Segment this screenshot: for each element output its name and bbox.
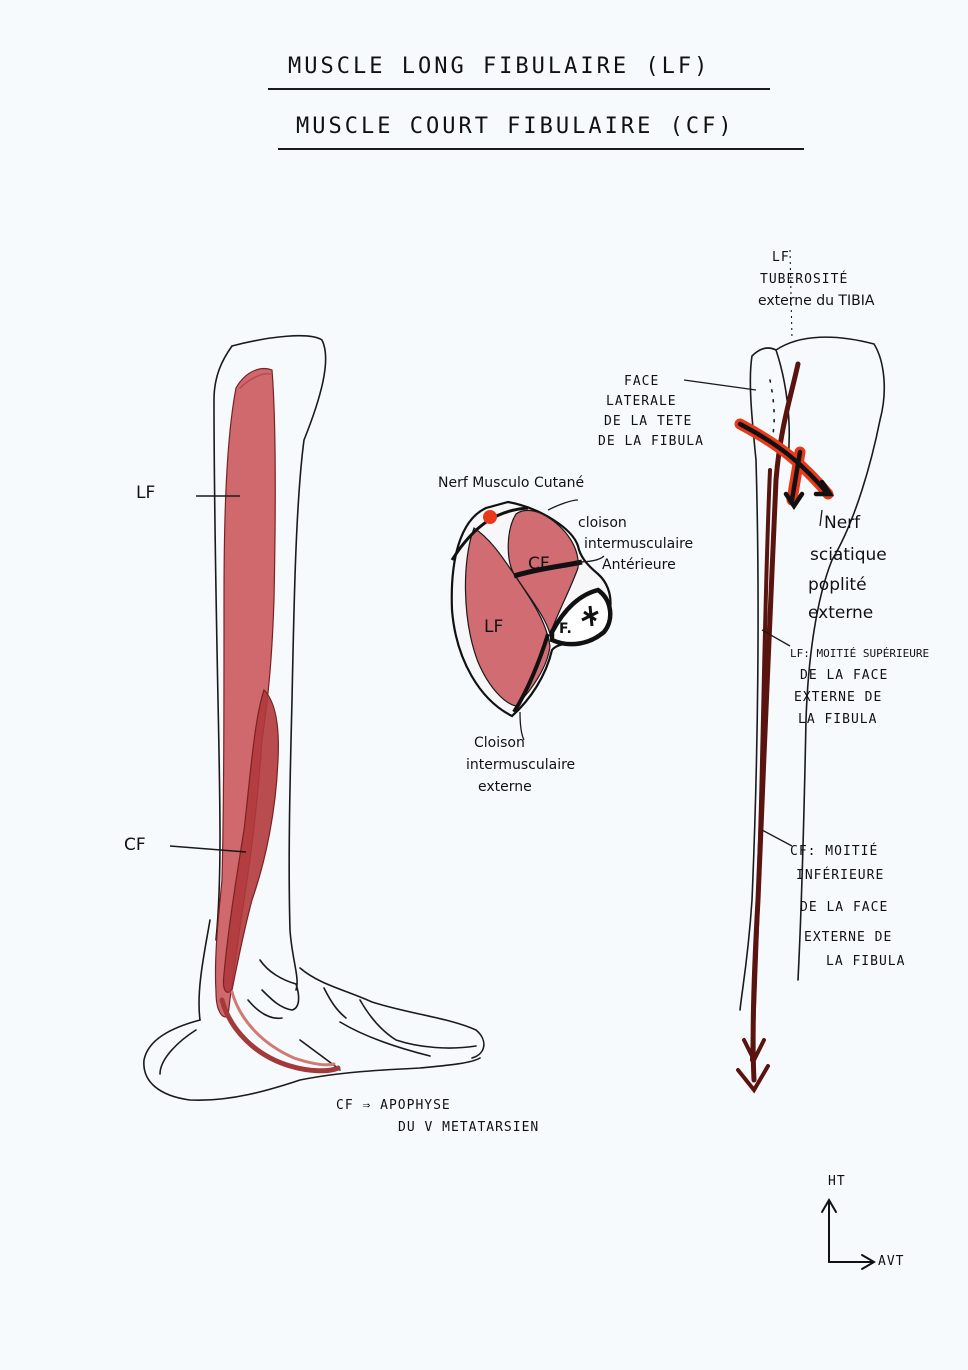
fibula-cf-line: [750, 468, 772, 1062]
septum-ext-line2: intermusculaire: [466, 757, 576, 773]
face-laterale-line2: LATERALE: [606, 394, 677, 409]
title-court-fibulaire: MUSCLE COURT FIBULAIRE (CF): [296, 114, 735, 139]
title-underline-1: [268, 88, 770, 90]
nerve-label-line1: Nerf: [824, 513, 861, 533]
septum-ext-line3: externe: [478, 779, 532, 795]
lf-insertion-line4: LA FIBULA: [798, 712, 878, 727]
face-laterale-line3: DE LA TETE: [604, 414, 693, 429]
lf-insertion-line2: DE LA FACE: [800, 668, 889, 683]
face-laterale-line4: DE LA FIBULA: [598, 434, 704, 449]
face-laterale-line1: FACE: [624, 374, 660, 389]
nerve-label-line2: sciatique: [810, 545, 887, 565]
cf-insertion-line1: CF ⇒ APOPHYSE: [336, 1098, 451, 1113]
septum-ant-line3: Antérieure: [602, 557, 676, 573]
lf-origin-line3: externe du TIBIA: [758, 293, 875, 309]
lf-origin-line2: TUBEROSITÉ: [760, 272, 849, 287]
lf-insertion-line3: EXTERNE DE: [794, 690, 883, 705]
leg-cf-label: CF: [124, 835, 146, 855]
fibula-view: [739, 336, 886, 1011]
septum-ant-line2: intermusculaire: [584, 536, 694, 552]
leg-bones: [143, 334, 485, 1102]
cf-origin-line5: LA FIBULA: [826, 954, 906, 969]
septum-ant-line1: cloison: [578, 515, 627, 531]
section-fibula-label: F.: [559, 621, 572, 637]
septum-ext-line1: Cloison: [474, 735, 525, 751]
cf-origin-line4: EXTERNE DE: [804, 930, 893, 945]
cross-section: [450, 499, 613, 741]
cf-origin-line1: CF: MOITIÉ: [790, 844, 879, 859]
cf-origin-line3: DE LA FACE: [800, 900, 889, 915]
axis-right-label: AVT: [878, 1254, 905, 1269]
cf-origin-line2: INFÉRIEURE: [796, 868, 885, 883]
section-lf-label: LF: [484, 617, 504, 637]
leg-lf-label: LF: [136, 483, 156, 503]
orientation-axes: [821, 1198, 876, 1270]
title-long-fibulaire: MUSCLE LONG FIBULAIRE (LF): [288, 54, 711, 79]
lf-origin-line1: LF: [772, 250, 790, 265]
cf-muscle: [222, 688, 279, 993]
lf-tendon: [219, 997, 341, 1074]
axis-up-label: HT: [828, 1174, 846, 1189]
section-cf-label: CF: [528, 554, 550, 574]
fibula-arrowheads: [736, 1038, 770, 1094]
cf-insertion-line2: DU V METATARSIEN: [398, 1120, 540, 1135]
nerf-musculo-cutane-label: Nerf Musculo Cutané: [438, 475, 585, 491]
nerve-core: [737, 421, 835, 511]
leg-cf-pointer: [169, 845, 247, 853]
cf-tendon: [230, 990, 336, 1067]
lf-insertion-line1: LF: MOITIÉ SUPÉRIEURE: [790, 647, 930, 660]
title-underline-2: [278, 148, 804, 150]
nerve-label-line4: externe: [808, 603, 874, 623]
nerve-dot: [483, 510, 497, 524]
nerve-label-line3: poplité: [808, 575, 867, 595]
